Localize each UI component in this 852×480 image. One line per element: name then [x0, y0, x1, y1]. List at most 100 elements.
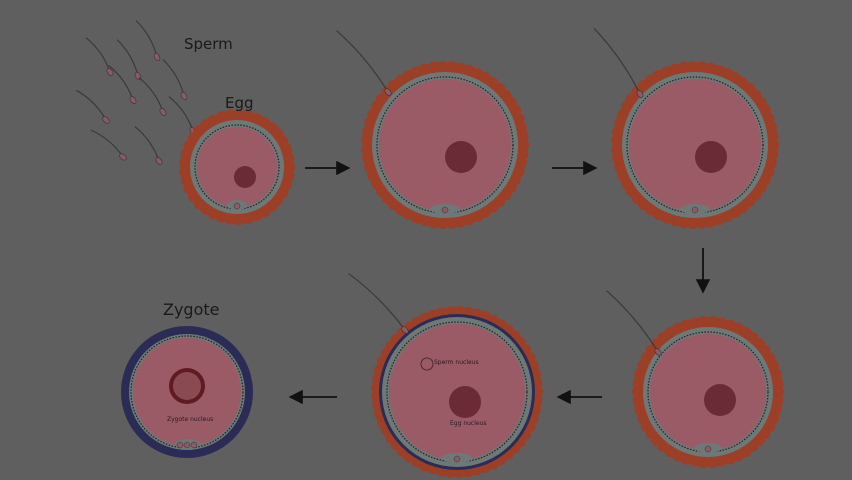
sperm-tail — [134, 126, 160, 162]
corona-cell — [611, 143, 624, 156]
egg-label: Egg — [225, 94, 254, 112]
corona-cell — [233, 109, 246, 122]
corona-cell — [282, 152, 295, 165]
sperm-cell — [116, 39, 142, 80]
corona-cell — [771, 377, 784, 390]
nucleus-inner — [173, 372, 201, 400]
corona-cell — [361, 143, 374, 156]
sperm-cell — [162, 59, 188, 100]
nucleus — [704, 384, 736, 416]
corona-cell — [362, 152, 375, 165]
sperm-head — [384, 88, 392, 96]
sperm-cell — [168, 96, 197, 135]
corona-cell — [766, 130, 779, 143]
sperm-cell — [593, 28, 644, 98]
cell-membrane — [376, 76, 514, 214]
zygote-outer-membrane — [121, 326, 253, 458]
nucleus — [449, 386, 481, 418]
cell-membrane — [386, 321, 528, 463]
egg-stage-3 — [611, 61, 779, 229]
sperm-cell — [90, 129, 127, 161]
corona-cell — [697, 455, 710, 468]
corona-cell — [688, 317, 701, 330]
corona-cell — [706, 455, 719, 468]
sperm-nucleus — [420, 357, 434, 371]
corona-cell — [767, 139, 779, 151]
nucleus — [695, 141, 727, 173]
nucleus — [445, 141, 477, 173]
sperm-tail — [336, 30, 389, 93]
corona-cell — [454, 215, 467, 228]
polar-body — [453, 455, 461, 463]
sperm-head — [401, 326, 409, 334]
zygote-label: Zygote — [163, 300, 220, 319]
cell-membrane — [626, 76, 764, 214]
cytoplasm — [629, 79, 761, 211]
corona-cell — [686, 216, 699, 229]
corona-cell — [224, 109, 237, 122]
sperm-tail — [135, 20, 158, 58]
cytoplasm — [379, 79, 511, 211]
sperm-head — [106, 68, 114, 76]
sperm-cell — [606, 290, 662, 356]
corona-cell — [611, 134, 624, 147]
sperm-head — [180, 92, 188, 100]
sperm-head — [153, 53, 161, 61]
sperm-head — [129, 96, 137, 104]
sperm-tail — [593, 28, 641, 95]
sperm-tail — [138, 77, 164, 113]
corona-cell — [695, 216, 708, 229]
sperm-head — [654, 348, 662, 356]
corona-cell — [697, 316, 710, 329]
sperm-head — [119, 153, 127, 161]
sperm-tail — [90, 129, 124, 158]
cytoplasm — [197, 127, 277, 207]
sperm-tail — [168, 96, 194, 132]
corona-cell — [241, 211, 254, 224]
corona-cell — [695, 61, 708, 74]
cell-membrane — [194, 124, 280, 210]
zygote-nucleus-label: Zygote nucleus — [167, 416, 214, 423]
corona-cell — [436, 216, 449, 229]
zygote-cell — [123, 328, 251, 456]
corona-cell — [445, 61, 458, 74]
corona-cell — [516, 130, 529, 143]
polar-body — [691, 206, 699, 214]
sperm-tail — [76, 89, 107, 121]
polar-body — [704, 445, 712, 453]
sperm-tail — [606, 290, 659, 353]
corona-cell — [179, 165, 192, 178]
corona-cell — [233, 212, 246, 225]
egg-stage-4 — [632, 316, 784, 468]
nucleus — [234, 166, 256, 188]
sperm-cell — [336, 30, 392, 96]
corona-cell — [445, 216, 458, 229]
corona-cell — [715, 454, 728, 467]
sperm-tail — [162, 59, 185, 97]
sperm-cell — [138, 77, 167, 116]
corona-cell — [632, 394, 645, 407]
corona-cell — [436, 61, 449, 74]
polar-body — [233, 202, 241, 210]
corona-cell — [283, 161, 295, 173]
sperm-nucleus-label: Sperm nucleus — [434, 359, 479, 366]
sperm-head — [159, 108, 167, 116]
corona-cell — [704, 215, 717, 228]
egg-stage-2 — [361, 61, 529, 229]
sperm-cell — [135, 20, 161, 61]
corona-cell — [686, 61, 699, 74]
polar-body — [190, 441, 198, 449]
corona-cell — [706, 316, 719, 329]
sperm-tail — [85, 37, 111, 73]
sperm-cell — [348, 272, 409, 334]
sperm-head — [102, 116, 110, 124]
corona-cell — [632, 386, 644, 398]
egg-stage-1 — [179, 109, 295, 225]
egg-nucleus-label: Egg nucleus — [450, 420, 487, 427]
sperm-head — [155, 157, 163, 165]
polar-body — [441, 206, 449, 214]
egg-stage-5 — [371, 306, 543, 478]
corona-cell — [517, 139, 529, 151]
corona-cell — [427, 61, 440, 74]
